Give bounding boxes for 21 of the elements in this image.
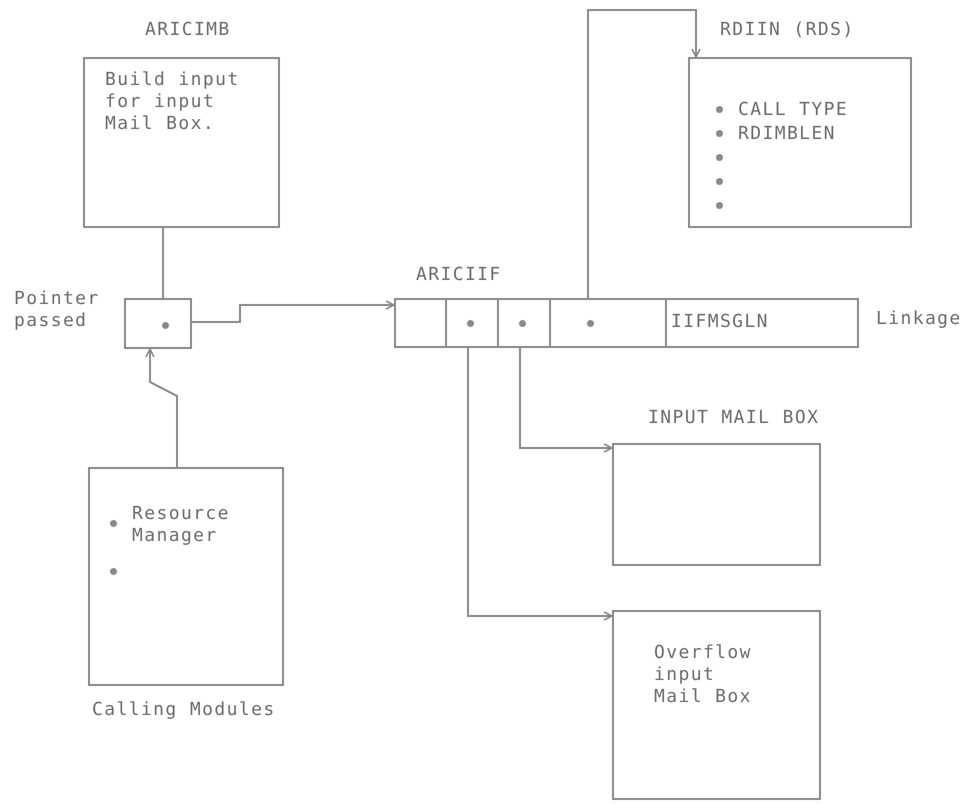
field-name: IIFMSGLN bbox=[671, 311, 770, 333]
box-caption: Calling Modules bbox=[92, 699, 277, 721]
connector-arrow bbox=[145, 348, 178, 467]
box-title: RDIIN (RDS) bbox=[720, 19, 855, 40]
connector-arrow bbox=[519, 346, 613, 453]
box-text: Resource Manager bbox=[132, 503, 231, 547]
box-title: ARICIIF bbox=[416, 264, 502, 285]
box-text: Build input for input Mail Box. bbox=[105, 69, 241, 135]
connector-arrow bbox=[587, 9, 701, 300]
connector-arrow bbox=[192, 300, 395, 323]
box-title: ARICIMB bbox=[145, 19, 231, 40]
box-text: Overflow input Mail Box bbox=[654, 642, 753, 708]
box-caption: Linkage bbox=[876, 308, 963, 330]
box-caption: Pointer passed bbox=[14, 288, 101, 332]
field-name: CALL TYPE bbox=[738, 99, 848, 121]
mail-box bbox=[612, 610, 821, 800]
pointer-box bbox=[124, 298, 192, 349]
box-title: INPUT MAIL BOX bbox=[648, 407, 820, 428]
field-name: RDIMBLEN bbox=[738, 123, 836, 145]
module-box bbox=[88, 467, 284, 686]
connector-arrow bbox=[467, 346, 613, 621]
